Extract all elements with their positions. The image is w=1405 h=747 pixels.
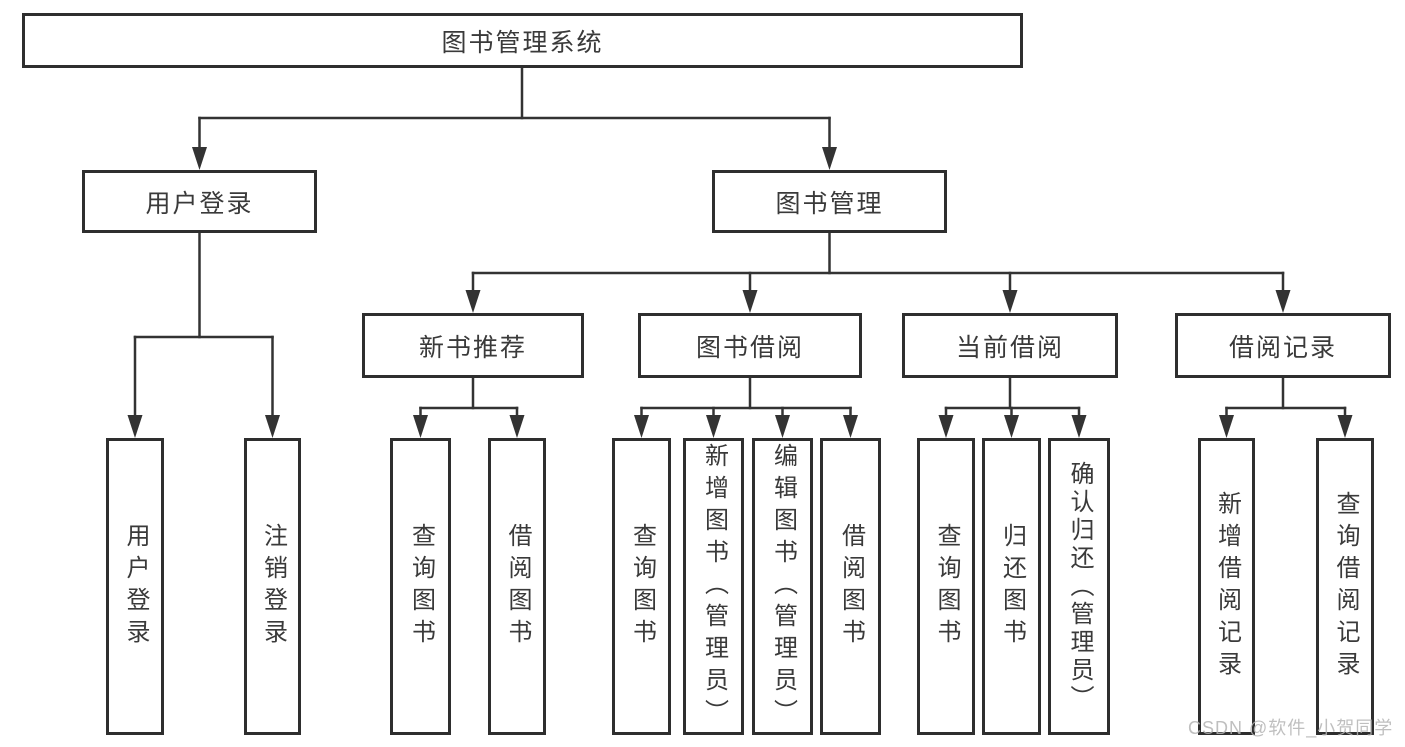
node-label: 借阅图书 xyxy=(504,522,531,651)
node-label: 借阅图书 xyxy=(837,522,865,651)
node-label: 用户登录 xyxy=(145,189,254,218)
node-book-management: 图书管理 xyxy=(712,170,947,233)
leaf-current-query-book: 查询图书 xyxy=(917,438,975,735)
leaf-borrow-borrow-book: 借阅图书 xyxy=(820,438,881,735)
connector-root xyxy=(198,66,831,154)
leaf-borrow-edit-book: 编辑图书（管理员） xyxy=(752,438,813,735)
connector-manage xyxy=(471,231,1285,298)
node-label: 查询图书 xyxy=(407,522,435,651)
leaf-borrow-add-book: 新增图书（管理员） xyxy=(683,438,744,735)
node-label: 编辑图书（管理员） xyxy=(769,442,797,731)
leaf-current-confirm-return: 确认归还（管理员） xyxy=(1048,438,1110,735)
leaf-record-add: 新增借阅记录 xyxy=(1198,438,1255,735)
node-current-borrow: 当前借阅 xyxy=(902,313,1118,378)
node-label: 用户登录 xyxy=(122,522,149,651)
node-label: 新增图书（管理员） xyxy=(700,442,728,731)
connector-record xyxy=(1225,376,1347,424)
node-root: 图书管理系统 xyxy=(22,13,1023,68)
node-label: 确认归还（管理员） xyxy=(1066,460,1093,713)
connector-recommend xyxy=(419,376,519,424)
node-label: 新书推荐 xyxy=(418,333,527,362)
leaf-recommend-query-book: 查询图书 xyxy=(390,438,451,735)
node-label: 查询借阅记录 xyxy=(1332,490,1359,683)
leaf-borrow-query-book: 查询图书 xyxy=(612,438,671,735)
node-label: 当前借阅 xyxy=(955,333,1064,362)
node-label: 查询图书 xyxy=(933,522,960,651)
leaf-logout: 注销登录 xyxy=(244,438,301,735)
connector-borrow xyxy=(640,376,852,424)
node-book-borrow: 图书借阅 xyxy=(638,313,862,378)
watermark: CSDN @软件_小贺同学 xyxy=(1188,718,1394,738)
node-label: 借阅记录 xyxy=(1228,333,1337,362)
leaf-recommend-borrow-book: 借阅图书 xyxy=(488,438,546,735)
node-label: 图书管理 xyxy=(775,189,884,218)
node-borrow-record: 借阅记录 xyxy=(1175,313,1391,378)
leaf-user-login: 用户登录 xyxy=(106,438,164,735)
node-label: 图书管理系统 xyxy=(441,28,604,57)
node-label: 归还图书 xyxy=(998,522,1026,651)
node-label: 注销登录 xyxy=(259,522,287,651)
connector-login xyxy=(133,231,274,422)
node-label: 新增借阅记录 xyxy=(1213,490,1241,683)
arrowhead-icons xyxy=(127,147,1353,438)
node-label: 图书借阅 xyxy=(695,333,804,362)
node-new-book-recommend: 新书推荐 xyxy=(362,313,584,378)
leaf-record-query: 查询借阅记录 xyxy=(1316,438,1374,735)
node-label: 查询图书 xyxy=(628,522,656,651)
leaf-current-return-book: 归还图书 xyxy=(982,438,1041,735)
node-user-login: 用户登录 xyxy=(82,170,317,233)
